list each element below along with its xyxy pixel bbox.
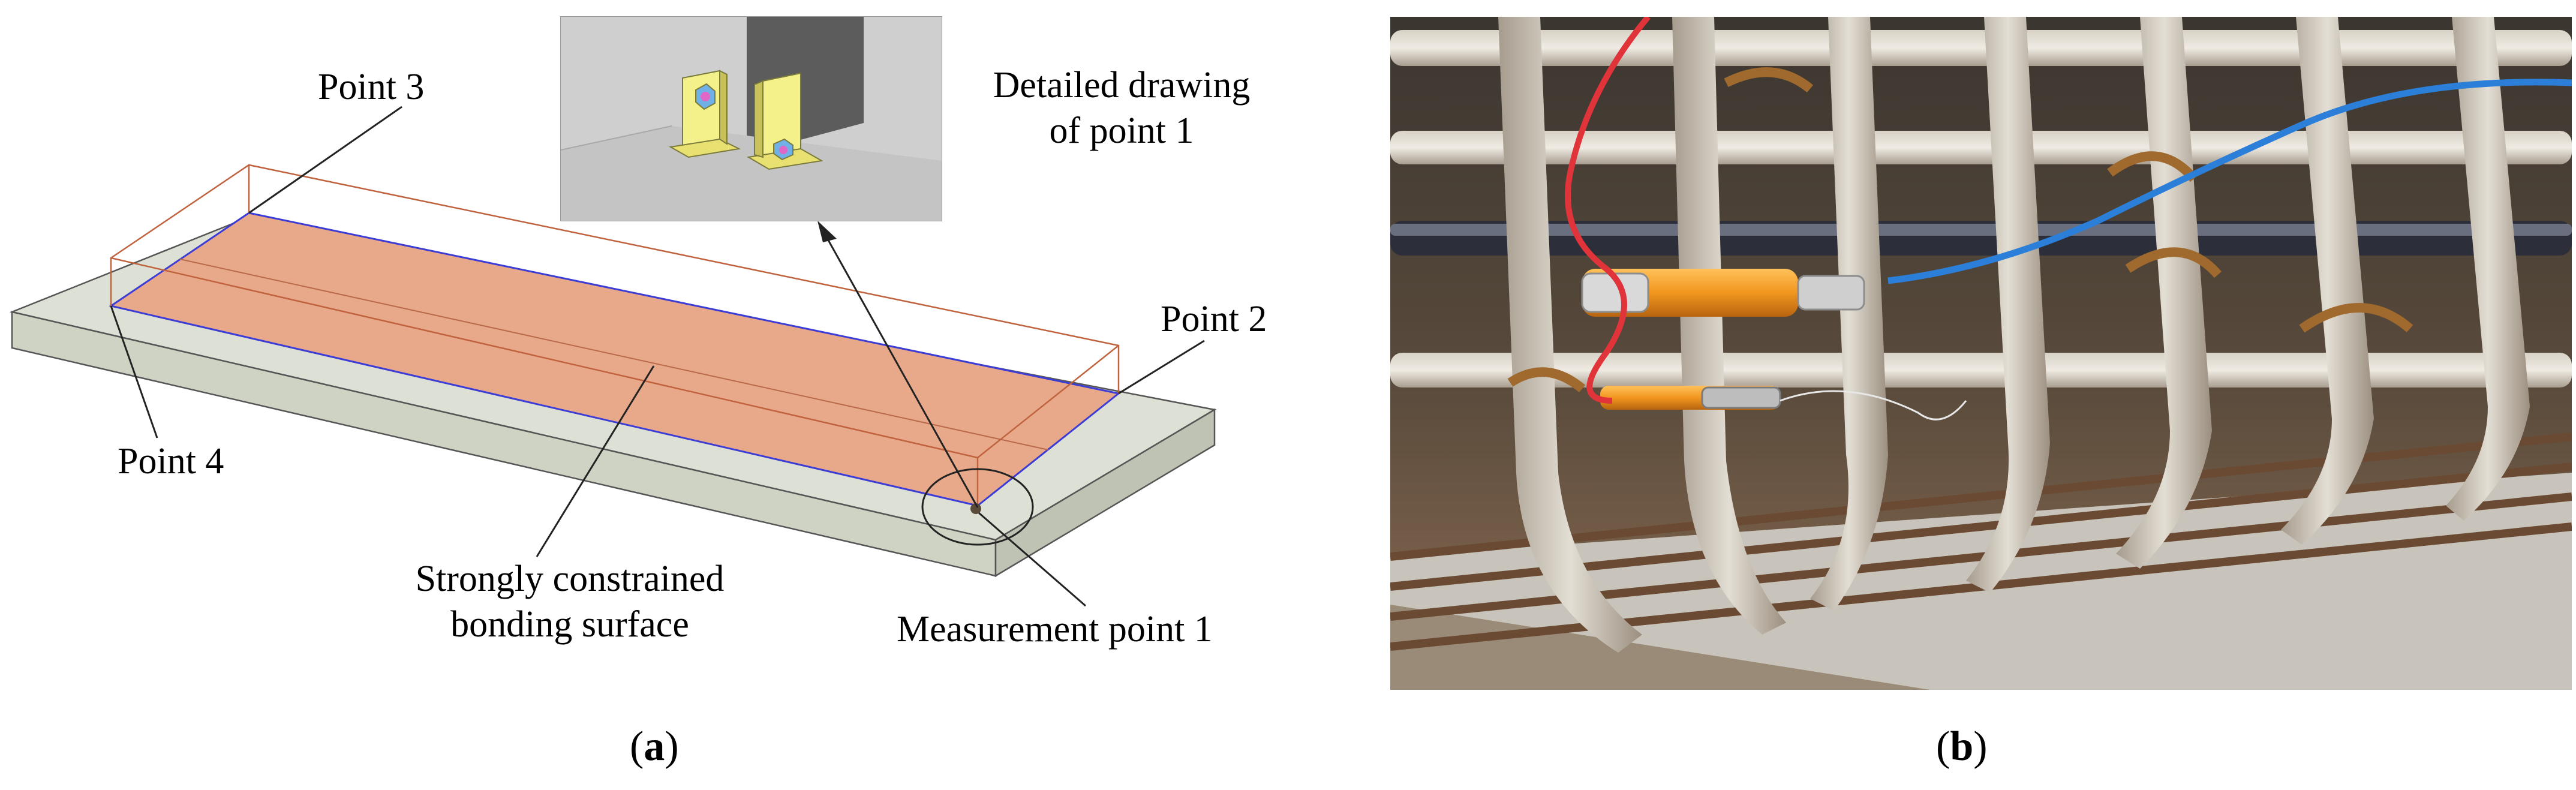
arrow-head-icon [817, 221, 837, 242]
strain-sensor-lower [1600, 386, 1781, 410]
label-detail-drawing: Detailed drawing of point 1 [954, 63, 1289, 154]
caption-a-letter: a [644, 723, 665, 770]
photo-illustration [1390, 17, 2572, 690]
label-point-4: Point 4 [118, 441, 224, 482]
rebar-sensor-photo [1390, 17, 2572, 690]
label-detail-line1: Detailed drawing [993, 65, 1251, 106]
label-point-2: Point 2 [1161, 299, 1267, 340]
measurement-circle [921, 468, 1034, 546]
label-surface-line1: Strongly constrained [415, 558, 725, 599]
rusty-ties [1507, 67, 2413, 393]
caption-a: (a) [630, 723, 679, 770]
detail-inset [560, 16, 942, 221]
measurement-dot [970, 503, 981, 514]
vertical-bars [1498, 17, 2530, 653]
label-surface-line2: bonding surface [450, 603, 689, 645]
caption-b-letter: b [1950, 723, 1974, 770]
label-point-3: Point 3 [318, 67, 425, 107]
bracket-left [669, 70, 741, 158]
slab-diagram [9, 16, 1217, 607]
outline-box [110, 164, 1120, 506]
leader-lines [110, 106, 1205, 607]
bracket-right [747, 72, 823, 170]
label-detail-line2: of point 1 [1049, 110, 1194, 151]
red-cable [1565, 17, 1651, 404]
label-measurement-point-1: Measurement point 1 [897, 609, 1213, 650]
label-bonding-surface: Strongly constrained bonding surface [360, 557, 780, 647]
thin-wire [1780, 390, 1967, 420]
slab-right-face [994, 408, 1216, 578]
bonding-surface-centerline [179, 259, 1049, 450]
strain-sensor-upper [1581, 269, 1865, 317]
caption-b: (b) [1936, 723, 1988, 770]
blue-cable [1887, 79, 2572, 284]
